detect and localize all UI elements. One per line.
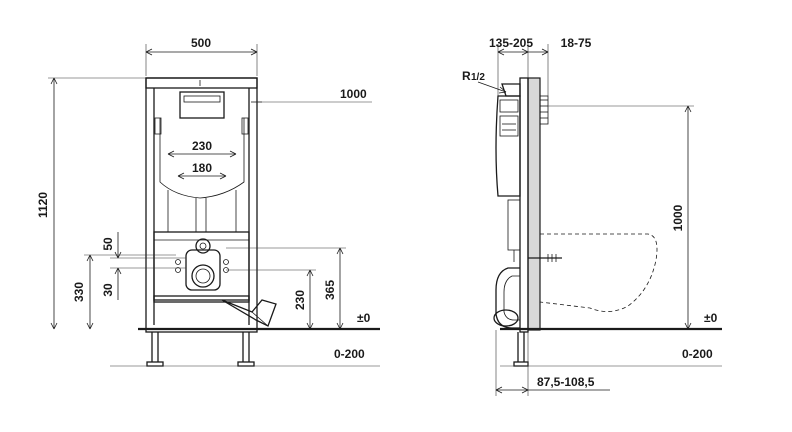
dim-230-vertical: 230	[293, 290, 307, 310]
side-view: 135-205 18-75 R 1/2 1000 ±0 0-200 87,5-1…	[462, 36, 722, 396]
dim-365: 365	[323, 280, 337, 300]
frame-bracket-left	[154, 117, 162, 135]
cistern-outline	[159, 118, 245, 199]
lower-frame	[153, 231, 250, 301]
toilet-bowl-outline	[539, 233, 658, 312]
front-view: 500 1120 1000 230 180 50 30 330	[36, 36, 380, 367]
dim-zero-front: ±0	[357, 311, 371, 325]
dim-spacing-230: 230	[192, 139, 212, 153]
dim-30: 30	[101, 283, 115, 297]
dim-range-135-205: 135-205	[489, 36, 533, 50]
flush-plate	[179, 91, 225, 119]
dim-range-0-200-side: 0-200	[682, 347, 713, 361]
dim-range-87-5-108-5: 87,5-108,5	[537, 375, 595, 389]
dim-thread-half: 1/2	[471, 72, 485, 83]
dim-range-18-75: 18-75	[561, 36, 592, 50]
dim-thread-r: R	[462, 69, 471, 83]
frame-top-bar	[145, 77, 258, 89]
wall-section	[527, 77, 541, 331]
water-inlet-fitting	[195, 238, 211, 254]
frame-profile	[519, 77, 529, 333]
dim-50: 50	[101, 237, 115, 251]
dim-330: 330	[72, 282, 86, 302]
flush-plate-side	[539, 95, 549, 125]
dim-zero-side: ±0	[704, 311, 718, 325]
dim-range-0-200-front: 0-200	[334, 347, 365, 361]
frame-bracket-right	[241, 117, 249, 135]
drain-outlet	[191, 264, 215, 288]
dim-height-1120: 1120	[36, 192, 50, 218]
dim-height-1000-side: 1000	[671, 204, 685, 231]
cistern-side	[495, 95, 521, 197]
dim-spacing-180: 180	[192, 161, 212, 175]
frame-outline	[145, 77, 258, 333]
dim-ref-1000-front: 1000	[340, 87, 367, 101]
dim-width-500: 500	[191, 36, 211, 50]
drain-elbow	[495, 267, 520, 329]
